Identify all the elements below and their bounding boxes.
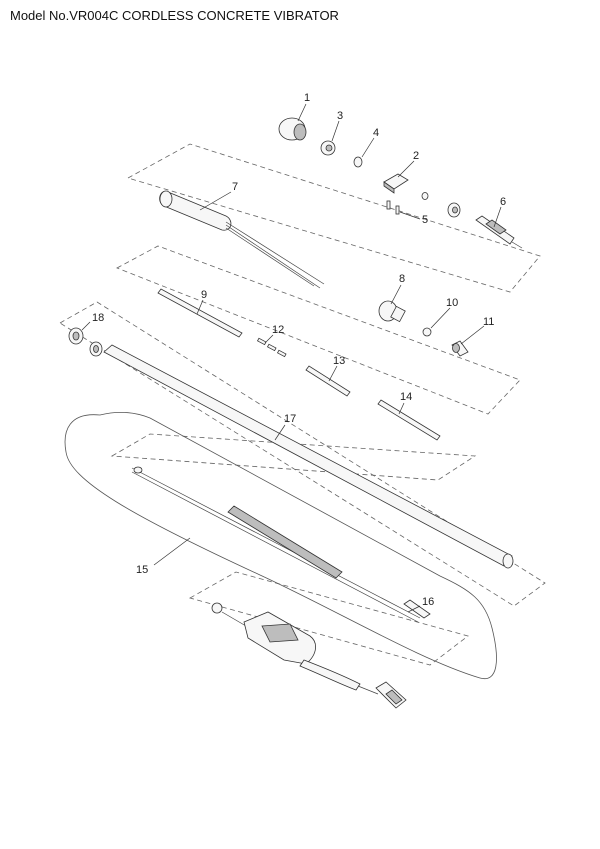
group-outline-handle	[188, 571, 469, 666]
callout-1: 1	[304, 92, 310, 104]
callout-4: 4	[373, 127, 379, 139]
callout-7: 7	[232, 181, 238, 193]
handle-unit	[211, 602, 407, 709]
callout-5: 5	[422, 214, 428, 226]
callout-10: 10	[446, 297, 458, 309]
callout-14: 14	[400, 391, 412, 403]
callout-16: 16	[422, 596, 434, 608]
part-2-weight	[383, 173, 409, 194]
part-6-shaft	[475, 215, 523, 249]
part-8-coupling	[378, 300, 406, 323]
part-17-flexible-tube	[103, 344, 514, 569]
part-11-sleeve	[451, 340, 469, 357]
callout-8: 8	[399, 273, 405, 285]
group-outline-tube	[59, 301, 546, 607]
callout-6: 6	[500, 196, 506, 208]
battery-connector	[375, 681, 407, 709]
small-washer	[421, 192, 429, 200]
callout-12: 12	[272, 324, 284, 336]
callout-11: 11	[483, 316, 494, 328]
callout-17: 17	[284, 413, 296, 425]
part-1-cap	[278, 117, 307, 141]
part-9-tube	[157, 288, 243, 338]
group-outline-top	[126, 143, 541, 293]
part-5-pins	[386, 200, 400, 215]
callout-15: 15	[136, 564, 148, 576]
part-3-bearing	[320, 140, 336, 156]
callout-13: 13	[333, 355, 345, 367]
part-10-washer	[422, 327, 432, 337]
page-title: Model No.VR004C CORDLESS CONCRETE VIBRAT…	[10, 8, 339, 23]
callout-18: 18	[92, 312, 104, 324]
part-4-o-ring	[353, 156, 363, 168]
part-16-drive-cable	[131, 466, 431, 623]
part-14-rod	[377, 399, 441, 441]
part-12-spacers	[256, 337, 287, 358]
callout-2: 2	[413, 150, 419, 162]
callout-3: 3	[337, 110, 343, 122]
group-outline-middle	[116, 245, 521, 415]
bearing-secondary	[447, 202, 461, 218]
assembly-outline-15	[64, 411, 497, 680]
part-7-motor	[159, 190, 325, 289]
callout-9: 9	[201, 289, 207, 301]
part-18-rings	[68, 327, 103, 357]
part-13-rod	[305, 365, 351, 397]
